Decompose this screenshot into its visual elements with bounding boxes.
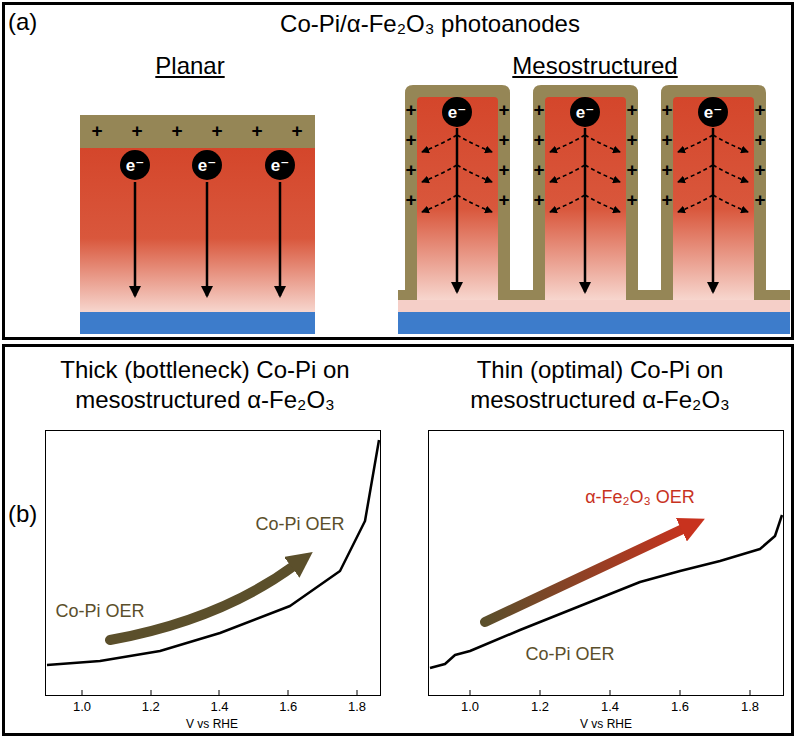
- panel-letter: (b): [8, 500, 37, 529]
- drawing-use: [533, 85, 638, 300]
- positive-charge: +: [661, 189, 672, 212]
- positive-charge: +: [405, 189, 416, 212]
- positive-charge: +: [405, 129, 416, 152]
- positive-charge: +: [533, 159, 544, 182]
- positive-charge: +: [754, 129, 765, 152]
- drawing-polyline: [47, 440, 379, 665]
- electron-circle: e⁻: [192, 150, 222, 180]
- electron-label: e⁻: [704, 104, 722, 121]
- electron-label: e⁻: [448, 104, 466, 121]
- tick-label: 1.0: [73, 699, 91, 715]
- positive-charge: +: [533, 99, 544, 122]
- positive-charge: +: [498, 129, 509, 152]
- electron-label: e⁻: [126, 157, 144, 174]
- positive-charge: +: [754, 99, 765, 122]
- electron-label: e⁻: [198, 157, 216, 174]
- positive-charge: +: [171, 120, 182, 143]
- positive-charge: +: [533, 189, 544, 212]
- device-heading: Planar: [155, 52, 224, 81]
- positive-charge: +: [291, 120, 302, 143]
- axis-title: V vs RHE: [186, 717, 238, 731]
- drawing-rect: [398, 300, 790, 312]
- positive-charge: +: [211, 120, 222, 143]
- positive-charge: +: [91, 120, 102, 143]
- drawing-line: [279, 182, 282, 296]
- tick-label: 1.8: [348, 699, 366, 715]
- tick-label: 1.6: [279, 699, 297, 715]
- drawing-rect: [80, 312, 315, 334]
- electron-label: e⁻: [271, 157, 289, 174]
- positive-charge: +: [251, 120, 262, 143]
- planar-device: [80, 115, 315, 334]
- positive-charge: +: [661, 159, 672, 182]
- drawing-use: [405, 85, 510, 300]
- process-label: α-Fe₂O₃ OER: [585, 487, 695, 509]
- drawing-line: [206, 182, 209, 296]
- positive-charge: +: [498, 99, 509, 122]
- drawing-path: [485, 528, 685, 622]
- trend-arrows: [110, 528, 685, 640]
- positive-charge: +: [661, 129, 672, 152]
- electron-circle: e⁻: [442, 97, 472, 127]
- mesostructured-device: [398, 85, 790, 334]
- process-label: Co-Pi OER: [255, 514, 344, 536]
- drawing-rect: [429, 431, 784, 696]
- positive-charge: +: [754, 159, 765, 182]
- tick-label: 1.2: [142, 699, 160, 715]
- electron-circle: e⁻: [120, 150, 150, 180]
- plot-frames: [46, 431, 784, 696]
- electron-circle: e⁻: [698, 97, 728, 127]
- tick-label: 1.0: [461, 699, 479, 715]
- tick-label: 1.8: [741, 699, 759, 715]
- positive-charge: +: [533, 129, 544, 152]
- process-label: Co-Pi OER: [55, 601, 144, 623]
- panel-title: Co-Pi/α-Fe₂O₃ photoanodes: [280, 10, 580, 39]
- drawing-path: [82, 690, 357, 695]
- panel-letter: (a): [8, 8, 37, 37]
- electron-circle: e⁻: [265, 150, 295, 180]
- tick-label: 1.6: [671, 699, 689, 715]
- positive-charge: +: [626, 189, 637, 212]
- drawing-use: [661, 85, 766, 300]
- positive-charge: +: [405, 99, 416, 122]
- positive-charge: +: [626, 99, 637, 122]
- electron-circle: e⁻: [570, 97, 600, 127]
- drawing-rect: [80, 148, 315, 312]
- positive-charge: +: [626, 159, 637, 182]
- positive-charge: +: [626, 129, 637, 152]
- electron-label: e⁻: [576, 104, 594, 121]
- drawing-rect: [80, 115, 315, 148]
- tick-label: 1.4: [210, 699, 228, 715]
- positive-charge: +: [405, 159, 416, 182]
- drawing-line: [134, 182, 137, 296]
- positive-charge: +: [754, 189, 765, 212]
- positive-charge: +: [498, 189, 509, 212]
- positive-charge: +: [661, 99, 672, 122]
- drawing-path: [470, 690, 750, 695]
- plot-heading: Thin (optimal) Co-Pi on mesostructured α…: [420, 355, 780, 415]
- device-heading: Mesostructured: [512, 52, 677, 81]
- positive-charge: +: [131, 120, 142, 143]
- tick-label: 1.2: [531, 699, 549, 715]
- plot-heading: Thick (bottleneck) Co-Pi on mesostructur…: [25, 355, 385, 415]
- tick-label: 1.4: [601, 699, 619, 715]
- positive-charge: +: [498, 159, 509, 182]
- jv-curves: [47, 440, 782, 668]
- drawing-polyline: [430, 515, 782, 668]
- drawing-rect: [46, 431, 381, 696]
- process-label: Co-Pi OER: [525, 644, 614, 666]
- axis-title: V vs RHE: [580, 717, 632, 731]
- drawing-rect: [398, 312, 790, 334]
